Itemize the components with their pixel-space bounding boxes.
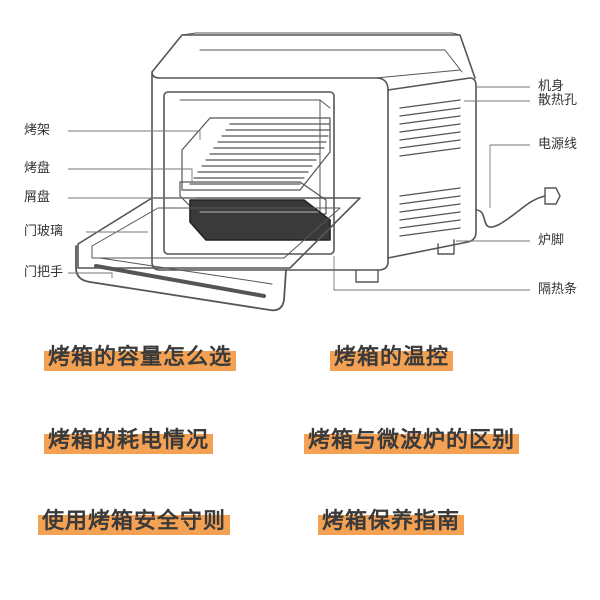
topic-highlight — [38, 515, 231, 535]
topic-maintenance-guide[interactable]: 烤箱保养指南 — [318, 506, 465, 538]
oven-power-cord — [475, 195, 546, 228]
oven-rack — [181, 117, 331, 191]
topic-power-consumption[interactable]: 烤箱的耗电情况 — [44, 425, 214, 457]
topic-highlight — [44, 351, 237, 371]
label-rack: 烤架 — [24, 123, 51, 138]
oven-foot-front — [355, 269, 379, 283]
oven-baking-pan — [179, 181, 327, 215]
oven-door-handle — [75, 245, 287, 312]
topic-capacity[interactable]: 烤箱的容量怎么选 — [44, 342, 237, 374]
label-door-glass: 门玻璃 — [24, 224, 64, 239]
label-body: 机身 — [538, 79, 565, 94]
label-heat-strip: 隔热条 — [538, 282, 578, 297]
oven-body-front — [151, 71, 389, 271]
oven-door — [77, 197, 361, 269]
oven-side-panel — [387, 77, 477, 259]
label-door-handle: 门把手 — [24, 265, 64, 280]
topic-highlight — [318, 515, 465, 535]
oven-cavity-opening — [163, 91, 335, 255]
label-vents: 散热孔 — [538, 93, 578, 108]
topic-oven-vs-microwave[interactable]: 烤箱与微波炉的区别 — [304, 425, 520, 457]
oven-illustration — [68, 32, 561, 312]
topic-temperature-control[interactable]: 烤箱的温控 — [330, 342, 454, 374]
label-feet: 炉脚 — [538, 233, 565, 248]
topic-highlight — [330, 351, 454, 371]
label-crumb-tray: 屑盘 — [24, 190, 51, 205]
oven-crumb-tray — [189, 199, 331, 241]
oven-top-face — [151, 34, 476, 79]
topic-safety-rules[interactable]: 使用烤箱安全守则 — [38, 506, 231, 538]
oven-foot-side — [437, 239, 455, 255]
topic-highlight — [304, 434, 520, 454]
oven-vents — [399, 99, 461, 237]
label-power-cord: 电源线 — [538, 137, 578, 152]
topic-highlight — [44, 434, 214, 454]
label-baking-pan: 烤盘 — [24, 161, 51, 176]
